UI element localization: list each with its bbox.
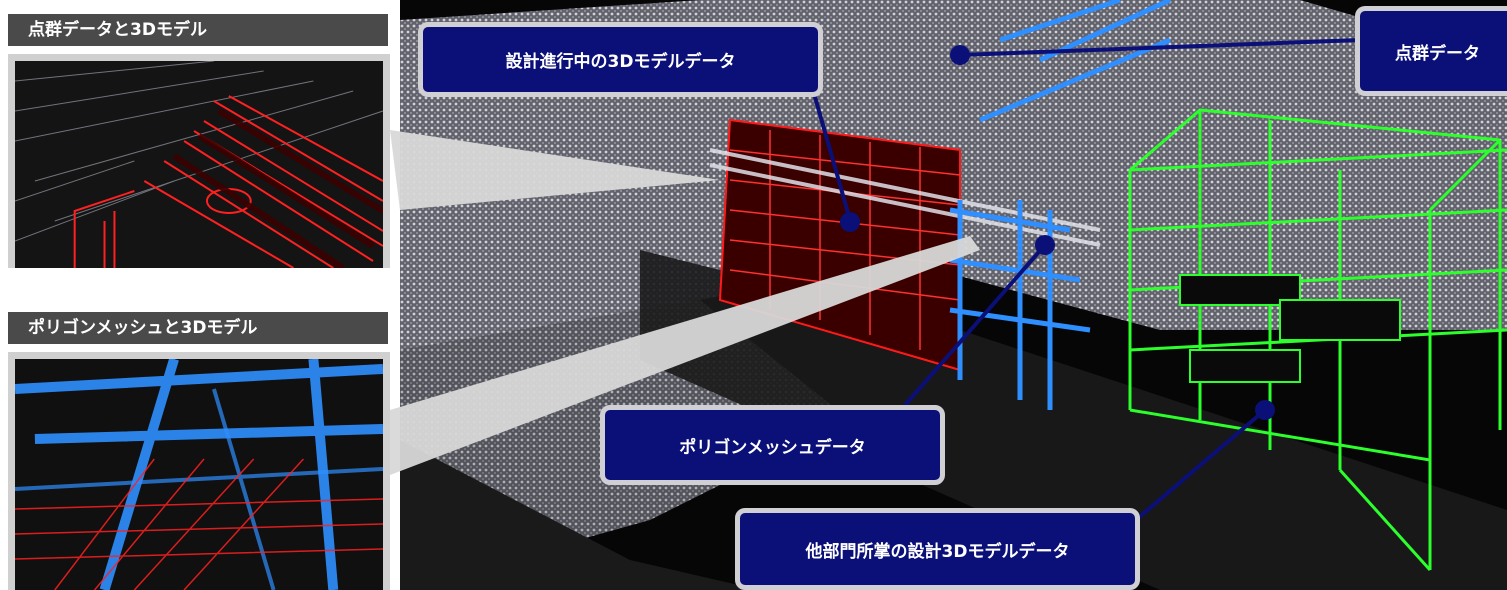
- mesh-panel: [8, 352, 390, 590]
- point-cloud-panel: [8, 54, 390, 268]
- point-cloud-panel-title: 点群データと3Dモデル: [8, 14, 388, 46]
- mesh-image: [15, 359, 383, 590]
- mesh-panel-title-text: ポリゴンメッシュと3Dモデル: [28, 318, 258, 338]
- other-dept-model-label: 他部門所掌の設計3Dモデルデータ: [735, 508, 1140, 590]
- point-cloud-panel-title-text: 点群データと3Dモデル: [28, 20, 207, 40]
- other-dept-model-label-text: 他部門所掌の設計3Dモデルデータ: [805, 541, 1070, 562]
- design-model-label: 設計進行中の3Dモデルデータ: [418, 22, 823, 97]
- point-cloud-label-text: 点群データ: [1395, 43, 1480, 64]
- point-cloud-label: 点群データ: [1355, 6, 1507, 96]
- mesh-panel-title: ポリゴンメッシュと3Dモデル: [8, 312, 388, 344]
- point-cloud-image: [15, 61, 383, 268]
- design-model-label-text: 設計進行中の3Dモデルデータ: [505, 52, 736, 72]
- polygon-mesh-label-text: ポリゴンメッシュデータ: [679, 437, 866, 458]
- polygon-mesh-label: ポリゴンメッシュデータ: [600, 405, 945, 485]
